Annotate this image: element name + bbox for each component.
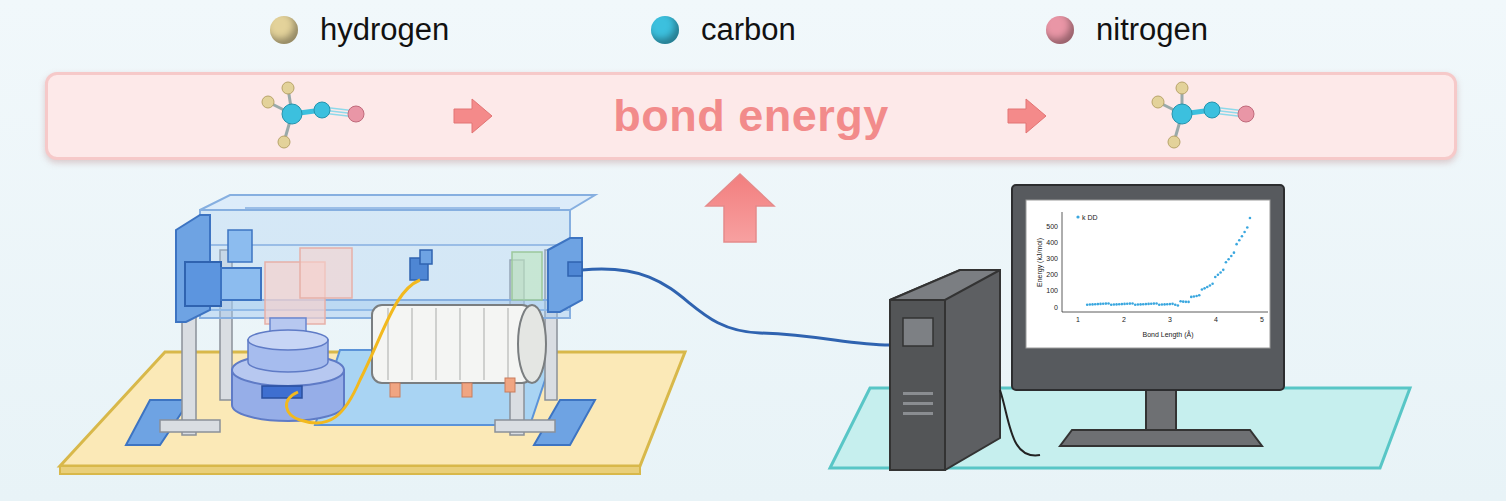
tick-label: 1 [1076,316,1080,323]
atom-swatch [651,16,679,44]
atom-swatch [270,16,298,44]
band-title: bond energy [613,90,889,142]
up-arrow [706,174,774,242]
apparatus [60,195,685,474]
tick-label: 300 [1046,255,1058,262]
tick-label: 3 [1168,316,1172,323]
tick-label: 400 [1046,239,1058,246]
atom-swatch [1046,16,1074,44]
acetonitrile-molecule [262,82,364,148]
flow-arrow [454,99,492,133]
tick-label: 200 [1046,271,1058,278]
legend-label: hydrogen [320,12,449,48]
process-band: bond energy [45,72,1457,160]
acetonitrile-molecule [1152,82,1254,148]
tick-label: 100 [1046,287,1058,294]
chart-legend: k DD [1082,214,1098,221]
tick-label: 5 [1260,316,1264,323]
axis-title: Bond Length (Å) [1143,331,1194,338]
flow-arrow [1008,99,1046,133]
tick-label: 500 [1046,223,1058,230]
legend-label: carbon [701,12,796,48]
tick-label: 0 [1054,304,1058,311]
legend-entry: carbon [651,12,796,48]
legend-entry: nitrogen [1046,12,1208,48]
cable [582,269,890,345]
legend-label: nitrogen [1096,12,1208,48]
tick-label: 4 [1214,316,1218,323]
legend-entry: hydrogen [270,12,449,48]
computer [830,185,1410,470]
tick-label: 2 [1122,316,1126,323]
axis-title: Energy (kJ/mol) [1036,237,1043,286]
